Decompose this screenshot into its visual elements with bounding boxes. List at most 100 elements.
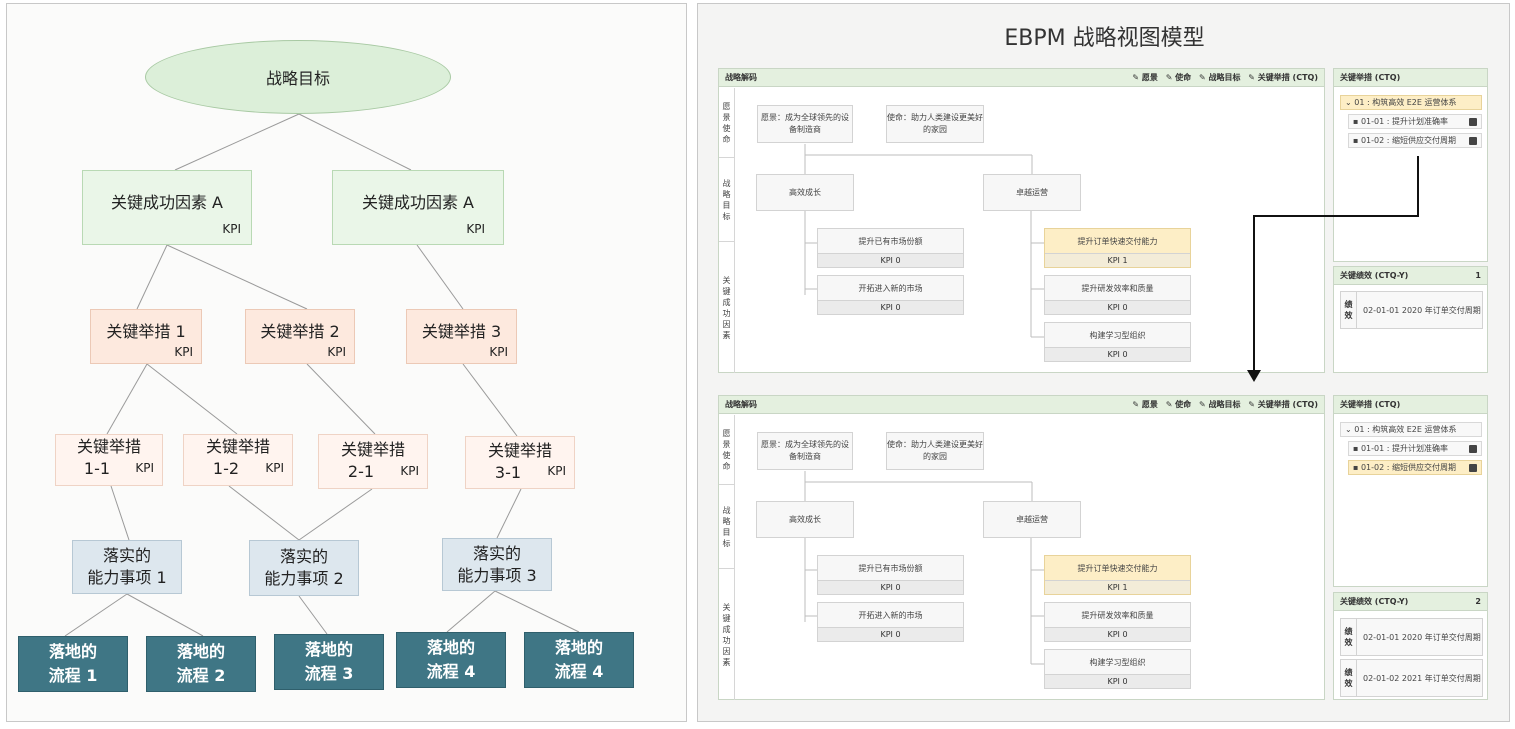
process-label: 流程 1 [48, 666, 98, 685]
kpi-label: KPI [466, 222, 485, 236]
goal-text: 高效成长 [789, 514, 821, 524]
ctq-item[interactable]: ▪ 01-01 : 提升计划准确率 [1348, 441, 1482, 456]
measure-label: 关键举措 1 [106, 321, 186, 341]
strategic-goal-node[interactable]: 战略目标 [145, 40, 451, 114]
goal-text: 卓越运营 [1016, 514, 1048, 524]
goal-card[interactable]: 卓越运营 [983, 501, 1081, 538]
search-icon[interactable] [1469, 445, 1477, 453]
sub-measure-node-4[interactable]: 关键举措 3-1 KPI [465, 436, 575, 489]
process-node-5[interactable]: 落地的 流程 4 [524, 632, 634, 688]
csf-node-2[interactable]: 关键成功因素 A KPI [332, 170, 504, 245]
perf-header-label: 关键绩效 (CTQ-Y) [1340, 597, 1409, 606]
kpi-label: KPI [489, 345, 508, 359]
capability-node-3[interactable]: 落实的 能力事项 3 [442, 538, 552, 591]
tree-connectors [64, 113, 580, 637]
process-node-2[interactable]: 落地的 流程 2 [146, 636, 256, 692]
vision-card[interactable]: 愿景：成为全球领先的设备制造商 [757, 432, 853, 470]
ctq-header: 关键举措 (CTQ) [1334, 69, 1487, 87]
sub-measure-node-2[interactable]: 关键举措 1-2 KPI [183, 434, 293, 486]
capability-label: 能力事项 2 [264, 569, 344, 588]
goal-card[interactable]: 高效成长 [756, 501, 854, 538]
edit-mission-button[interactable]: ✎ 使命 [1165, 73, 1192, 82]
measure-node-3[interactable]: 关键举措 3 KPI [406, 309, 517, 364]
flow-arrow [1247, 156, 1419, 382]
perf-item-label: 02-01-01 2020 年订单交付周期 [1363, 305, 1481, 315]
ctq-panel-1: 关键举措 (CTQ) ⌄ 01 : 构筑高效 E2E 运营体系 ▪ 01-01 … [1333, 68, 1488, 262]
ctq-panel-2: 关键举措 (CTQ) ⌄ 01 : 构筑高效 E2E 运营体系 ▪ 01-01 … [1333, 395, 1488, 587]
mission-card[interactable]: 使命：助力人类建设更美好的家园 [886, 105, 984, 143]
ctq-item-selected[interactable]: ▪ 01-02 : 缩短供应交付周期 [1348, 460, 1482, 475]
ctq-item[interactable]: ▪ 01-01 : 提升计划准确率 [1348, 114, 1482, 129]
vision-card[interactable]: 愿景：成为全球领先的设备制造商 [757, 105, 853, 143]
search-icon[interactable] [1469, 464, 1477, 472]
edit-goal-button[interactable]: ✎ 战略目标 [1198, 73, 1241, 82]
capability-node-2[interactable]: 落实的 能力事项 2 [249, 540, 359, 596]
process-label: 落地的 [554, 638, 603, 657]
csf-node-1[interactable]: 关键成功因素 A KPI [82, 170, 252, 245]
search-icon[interactable] [1469, 137, 1477, 145]
capability-node-1[interactable]: 落实的 能力事项 1 [72, 540, 182, 594]
perf-header: 关键绩效 (CTQ-Y) 2 [1334, 593, 1487, 611]
capability-label: 落实的 [102, 546, 151, 565]
edit-goal-button[interactable]: ✎ 战略目标 [1198, 400, 1241, 409]
ctq-root-item[interactable]: ⌄ 01 : 构筑高效 E2E 运营体系 [1340, 422, 1482, 437]
edit-ctq-button[interactable]: ✎ 关键举措 (CTQ) [1248, 73, 1318, 82]
measure-node-1[interactable]: 关键举措 1 KPI [90, 309, 202, 364]
kpi-label: KPI [174, 345, 193, 359]
process-node-3[interactable]: 落地的 流程 3 [274, 634, 384, 690]
perf-count: 2 [1475, 597, 1481, 606]
strategy-tree-panel: 战略目标 关键成功因素 A KPI 关键成功因素 A KPI 关键举措 1 KP… [6, 3, 687, 722]
vision-text: 愿景：成为全球领先的设备制造商 [761, 113, 849, 134]
process-label: 落地的 [426, 638, 475, 657]
process-node-4[interactable]: 落地的 流程 4 [396, 632, 506, 688]
decode-connectors [804, 144, 1044, 338]
mission-card[interactable]: 使命：助力人类建设更美好的家园 [886, 432, 984, 470]
perf-header: 关键绩效 (CTQ-Y)1 [1334, 267, 1487, 285]
edit-vision-button[interactable]: ✎ 愿景 [1132, 400, 1158, 409]
csf-card-kpi: KPI 0 [818, 580, 963, 594]
module-header: 战略解码 ✎ 愿景 ✎ 使命 ✎ 战略目标 ✎ 关键举措 (CTQ) [719, 69, 1324, 87]
perf-item-tag: 绩效 [1341, 660, 1357, 696]
csf-card-label: 提升订单快速交付能力 [1077, 563, 1158, 573]
csf-card-kpi: KPI 0 [1045, 300, 1190, 314]
goal-card[interactable]: 卓越运营 [983, 174, 1081, 211]
search-icon[interactable] [1469, 118, 1477, 126]
measure-node-2[interactable]: 关键举措 2 KPI [245, 309, 355, 364]
ctq-root-item[interactable]: ⌄ 01 : 构筑高效 E2E 运营体系 [1340, 95, 1482, 110]
sub-measure-label: 关键举措 [487, 440, 552, 460]
edit-vision-button[interactable]: ✎ 愿景 [1132, 73, 1158, 82]
ctq-item-label: 01-02 : 缩短供应交付周期 [1360, 136, 1456, 145]
capability-label: 落实的 [472, 543, 521, 563]
csf-card-label: 构建学习型组织 [1089, 330, 1146, 340]
edit-ctq-button[interactable]: ✎ 关键举措 (CTQ) [1248, 400, 1318, 409]
perf-item-tag: 绩效 [1341, 619, 1357, 655]
goal-card[interactable]: 高效成长 [756, 174, 854, 211]
process-node-1[interactable]: 落地的 流程 1 [18, 636, 128, 692]
ctq-header: 关键举措 (CTQ) [1334, 396, 1487, 414]
goal-text: 卓越运营 [1016, 187, 1048, 197]
strategy-decode-module-2: 战略解码 ✎ 愿景 ✎ 使命 ✎ 战略目标 ✎ 关键举措 (CTQ) 愿景使命 … [718, 395, 1325, 700]
csf-card-kpi: KPI 0 [1045, 347, 1190, 361]
ebpm-title: EBPM 战略视图模型 [1004, 26, 1205, 51]
sub-measure-code: 1-1 [83, 459, 111, 478]
edit-mission-button[interactable]: ✎ 使命 [1165, 400, 1192, 409]
row-label-vision: 愿景使命 [719, 415, 735, 485]
sub-measure-node-3[interactable]: 关键举措 2-1 KPI [318, 434, 428, 489]
csf-card[interactable]: 构建学习型组织 KPI 0 [1044, 322, 1191, 362]
sub-measure-node-1[interactable]: 关键举措 1-1 KPI [55, 434, 163, 486]
ctq-item[interactable]: ▪ 01-02 : 缩短供应交付周期 [1348, 133, 1482, 148]
vision-text: 愿景：成为全球领先的设备制造商 [761, 440, 849, 461]
